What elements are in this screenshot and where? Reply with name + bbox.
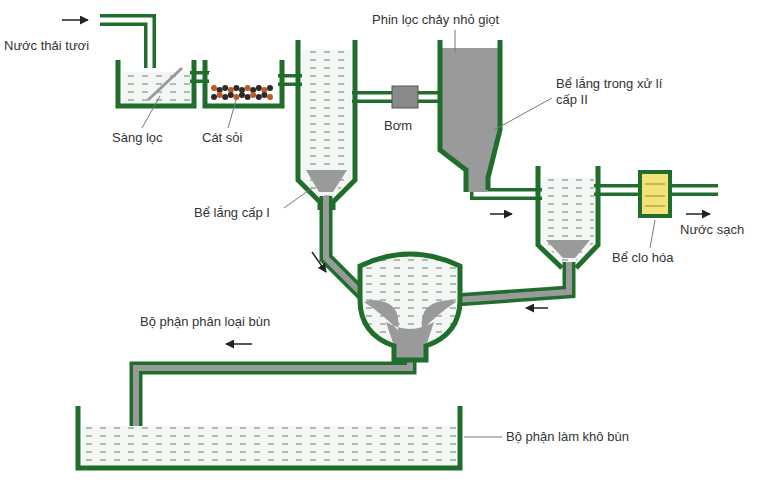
flow-arrows xyxy=(62,20,710,344)
screen xyxy=(148,68,182,100)
screen-tank xyxy=(118,60,194,106)
primary-tank xyxy=(298,40,355,210)
part-label: Sàng lọc xyxy=(112,130,163,146)
sludge-digester xyxy=(360,254,460,360)
gravel xyxy=(211,85,273,100)
part-label: Bơm xyxy=(384,118,412,134)
leader-lines xyxy=(142,30,655,437)
part-label: Phin lọc chảy nhỏ giọt xyxy=(372,12,499,28)
part-label: Bể lắng cấp I xyxy=(194,205,270,221)
part-label: Bể clo hóa xyxy=(612,250,673,266)
part-label: Cát sỏi xyxy=(202,130,242,146)
pipes xyxy=(100,20,718,430)
drying-bed xyxy=(78,406,460,468)
gravel-tank xyxy=(205,60,282,106)
part-label: Bộ phận phân loại bùn xyxy=(140,314,270,330)
part-label: Nước sạch xyxy=(680,222,744,238)
part-label: Nước thải tươi xyxy=(4,38,89,54)
chlorination-tank xyxy=(640,172,670,216)
part-label: Bể lắng trong xử lí cấp II xyxy=(556,76,676,109)
trickling-filter xyxy=(440,40,500,192)
secondary-tank xyxy=(538,166,598,268)
pump xyxy=(392,86,418,108)
part-label: Bộ phận làm khô bùn xyxy=(506,429,629,445)
